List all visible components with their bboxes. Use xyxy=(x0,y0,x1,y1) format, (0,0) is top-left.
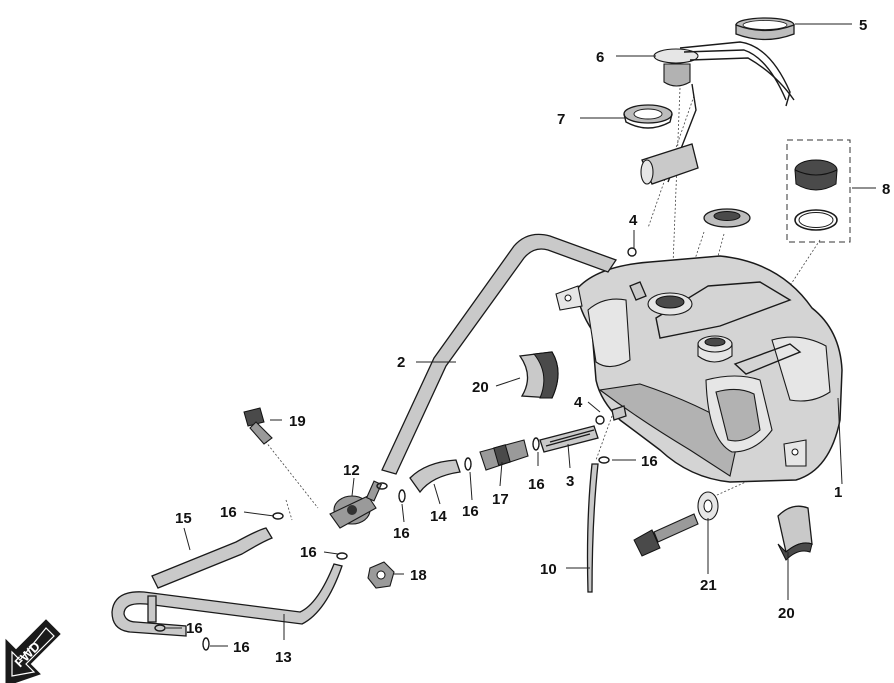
callout-5: 5 xyxy=(859,17,867,34)
clip-16-pipe xyxy=(532,437,540,451)
fwd-direction-arrow-icon: FWD xyxy=(5,619,61,683)
callout-16-end: 16 xyxy=(233,639,250,656)
part-3-fuel-pipe xyxy=(539,425,599,453)
part-2-vent-hose xyxy=(381,233,617,475)
callout-12: 12 xyxy=(343,462,360,479)
hose-clips xyxy=(154,247,637,651)
callout-14: 14 xyxy=(430,508,447,525)
clip-16-hose13 xyxy=(336,552,348,560)
callout-15: 15 xyxy=(175,510,192,527)
part-14-fuel-hose xyxy=(409,459,461,494)
clip-16-drain xyxy=(598,456,610,464)
part-15-fuel-hose xyxy=(151,527,273,589)
part-20-rubber-cushion-lower xyxy=(777,505,813,561)
part-18-nut xyxy=(367,561,395,589)
clip-4-mid xyxy=(595,415,605,425)
clip-16-end xyxy=(202,637,210,651)
clip-16-loop xyxy=(154,624,166,632)
callout-18: 18 xyxy=(410,567,427,584)
callout-labels: 1 2 3 4 4 5 6 7 8 10 12 13 14 15 16 16 1… xyxy=(175,17,890,666)
callout-20-lower: 20 xyxy=(778,605,795,622)
part-13-fuel-hose-loop xyxy=(111,563,343,637)
filler-neck-ring xyxy=(703,208,751,228)
callout-16-drain: 16 xyxy=(641,453,658,470)
callout-leader-lines xyxy=(166,23,876,647)
clip-16-cock xyxy=(398,489,406,503)
callout-6: 6 xyxy=(596,49,604,66)
part-6-fuel-sender xyxy=(653,41,795,183)
callout-3: 3 xyxy=(566,473,574,490)
callout-21: 21 xyxy=(700,577,717,594)
part-21-bolt-and-washer xyxy=(633,491,719,557)
callout-8: 8 xyxy=(882,181,890,198)
callout-4-mid: 4 xyxy=(574,394,583,411)
callout-1: 1 xyxy=(834,484,842,501)
part-20-rubber-cushion-upper xyxy=(518,351,559,399)
clip-16-hose15 xyxy=(272,512,284,520)
callout-4-top: 4 xyxy=(629,212,638,229)
clip-16-vent xyxy=(376,482,388,490)
callout-20-upper: 20 xyxy=(472,379,489,396)
callout-16-cock: 16 xyxy=(393,525,410,542)
callout-17: 17 xyxy=(492,491,509,508)
part-1-fuel-tank xyxy=(555,255,843,483)
callout-16-hose15: 16 xyxy=(220,504,237,521)
callout-16-hose13: 16 xyxy=(300,544,317,561)
callout-10: 10 xyxy=(540,561,557,578)
clip-4-top xyxy=(627,247,637,257)
part-17-fuel-filter xyxy=(479,439,529,471)
fuel-pump-body xyxy=(640,143,699,185)
part-7-gasket xyxy=(623,104,673,129)
callout-19: 19 xyxy=(289,413,306,430)
part-8-fuel-cap-assembly xyxy=(786,139,851,243)
callout-13: 13 xyxy=(275,649,292,666)
callout-16-loop: 16 xyxy=(186,620,203,637)
part-10-drain-hose xyxy=(586,463,599,593)
callout-2: 2 xyxy=(397,354,405,371)
part-12-fuel-cock xyxy=(329,480,383,529)
part-19-bolt xyxy=(243,407,273,445)
callout-16-pipe: 16 xyxy=(528,476,545,493)
callout-7: 7 xyxy=(557,111,565,128)
callout-16-filter: 16 xyxy=(462,503,479,520)
clip-16-filter xyxy=(464,457,472,471)
part-5-pump-collar xyxy=(735,17,795,41)
